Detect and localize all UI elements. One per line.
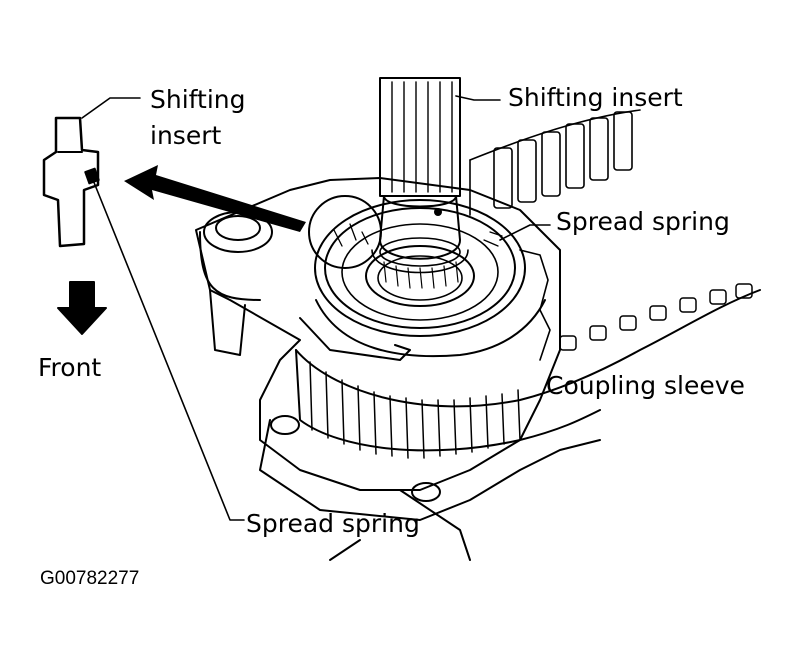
label-shifting-insert-right: Shifting insert <box>508 83 683 112</box>
shifting-insert-detail <box>42 116 100 248</box>
front-arrow <box>57 281 107 335</box>
pointer-arrow <box>124 165 306 232</box>
label-spread-spring-right: Spread spring <box>556 207 730 236</box>
main-shaft <box>371 77 469 289</box>
synchronizer-assembly <box>299 195 546 361</box>
label-shifting-insert-left-line2: insert <box>150 121 222 150</box>
label-spread-spring-bottom: Spread spring <box>246 509 420 538</box>
leader-lines <box>81 95 551 521</box>
label-shifting-insert-left-line1: Shifting <box>150 85 246 114</box>
figure-code: G00782277 <box>40 568 140 589</box>
rear-gear-teeth <box>469 109 641 361</box>
label-coupling-sleeve: Coupling sleeve <box>546 371 745 400</box>
label-front: Front <box>38 353 102 382</box>
gear-housing <box>195 177 601 561</box>
spring-end-mark <box>84 167 100 185</box>
coupling-sleeve <box>295 283 761 459</box>
